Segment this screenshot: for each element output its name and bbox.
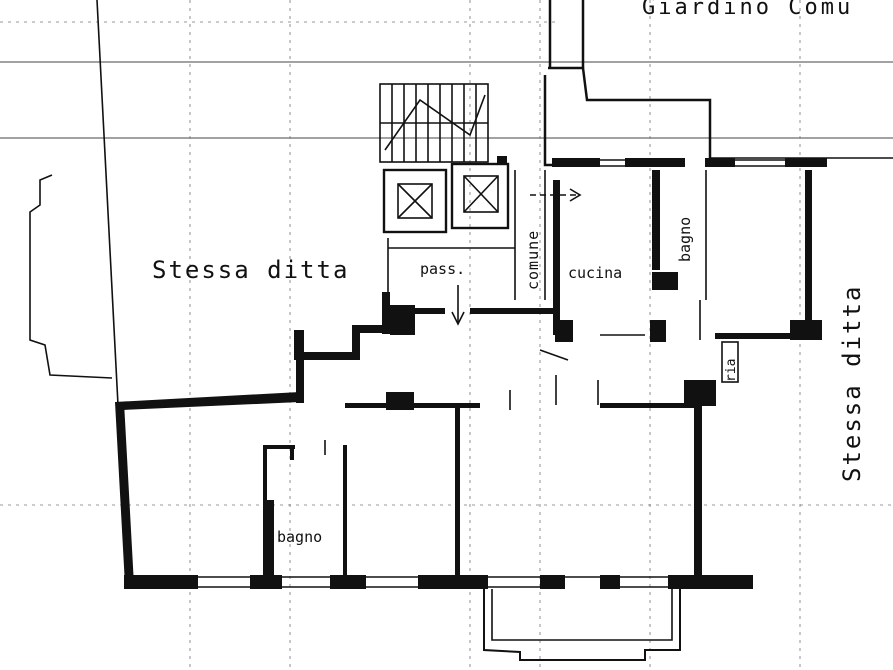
left-neighbour-outline bbox=[29, 0, 119, 406]
top-caption: Giardino Comu bbox=[642, 0, 853, 20]
pass-label: pass. bbox=[420, 260, 465, 278]
facade-windows bbox=[198, 159, 785, 588]
entrance-arrows bbox=[451, 188, 582, 326]
bagno-top-label: bagno bbox=[676, 217, 694, 262]
balcony bbox=[483, 589, 681, 661]
cucina-label: cucina bbox=[568, 264, 622, 282]
comune-label: comune bbox=[524, 230, 542, 290]
thin-partitions bbox=[324, 170, 739, 455]
courtyard-walls bbox=[543, 0, 893, 167]
stessa-ditta-left-label: Stessa ditta bbox=[152, 256, 349, 284]
bagno-bottom-label: bagno bbox=[277, 528, 322, 546]
ria-label: ria bbox=[724, 359, 739, 382]
stairwell bbox=[379, 83, 489, 163]
main-walls bbox=[115, 156, 827, 589]
stessa-ditta-right-label: Stessa ditta bbox=[838, 285, 866, 482]
elevator-shafts bbox=[382, 162, 510, 234]
